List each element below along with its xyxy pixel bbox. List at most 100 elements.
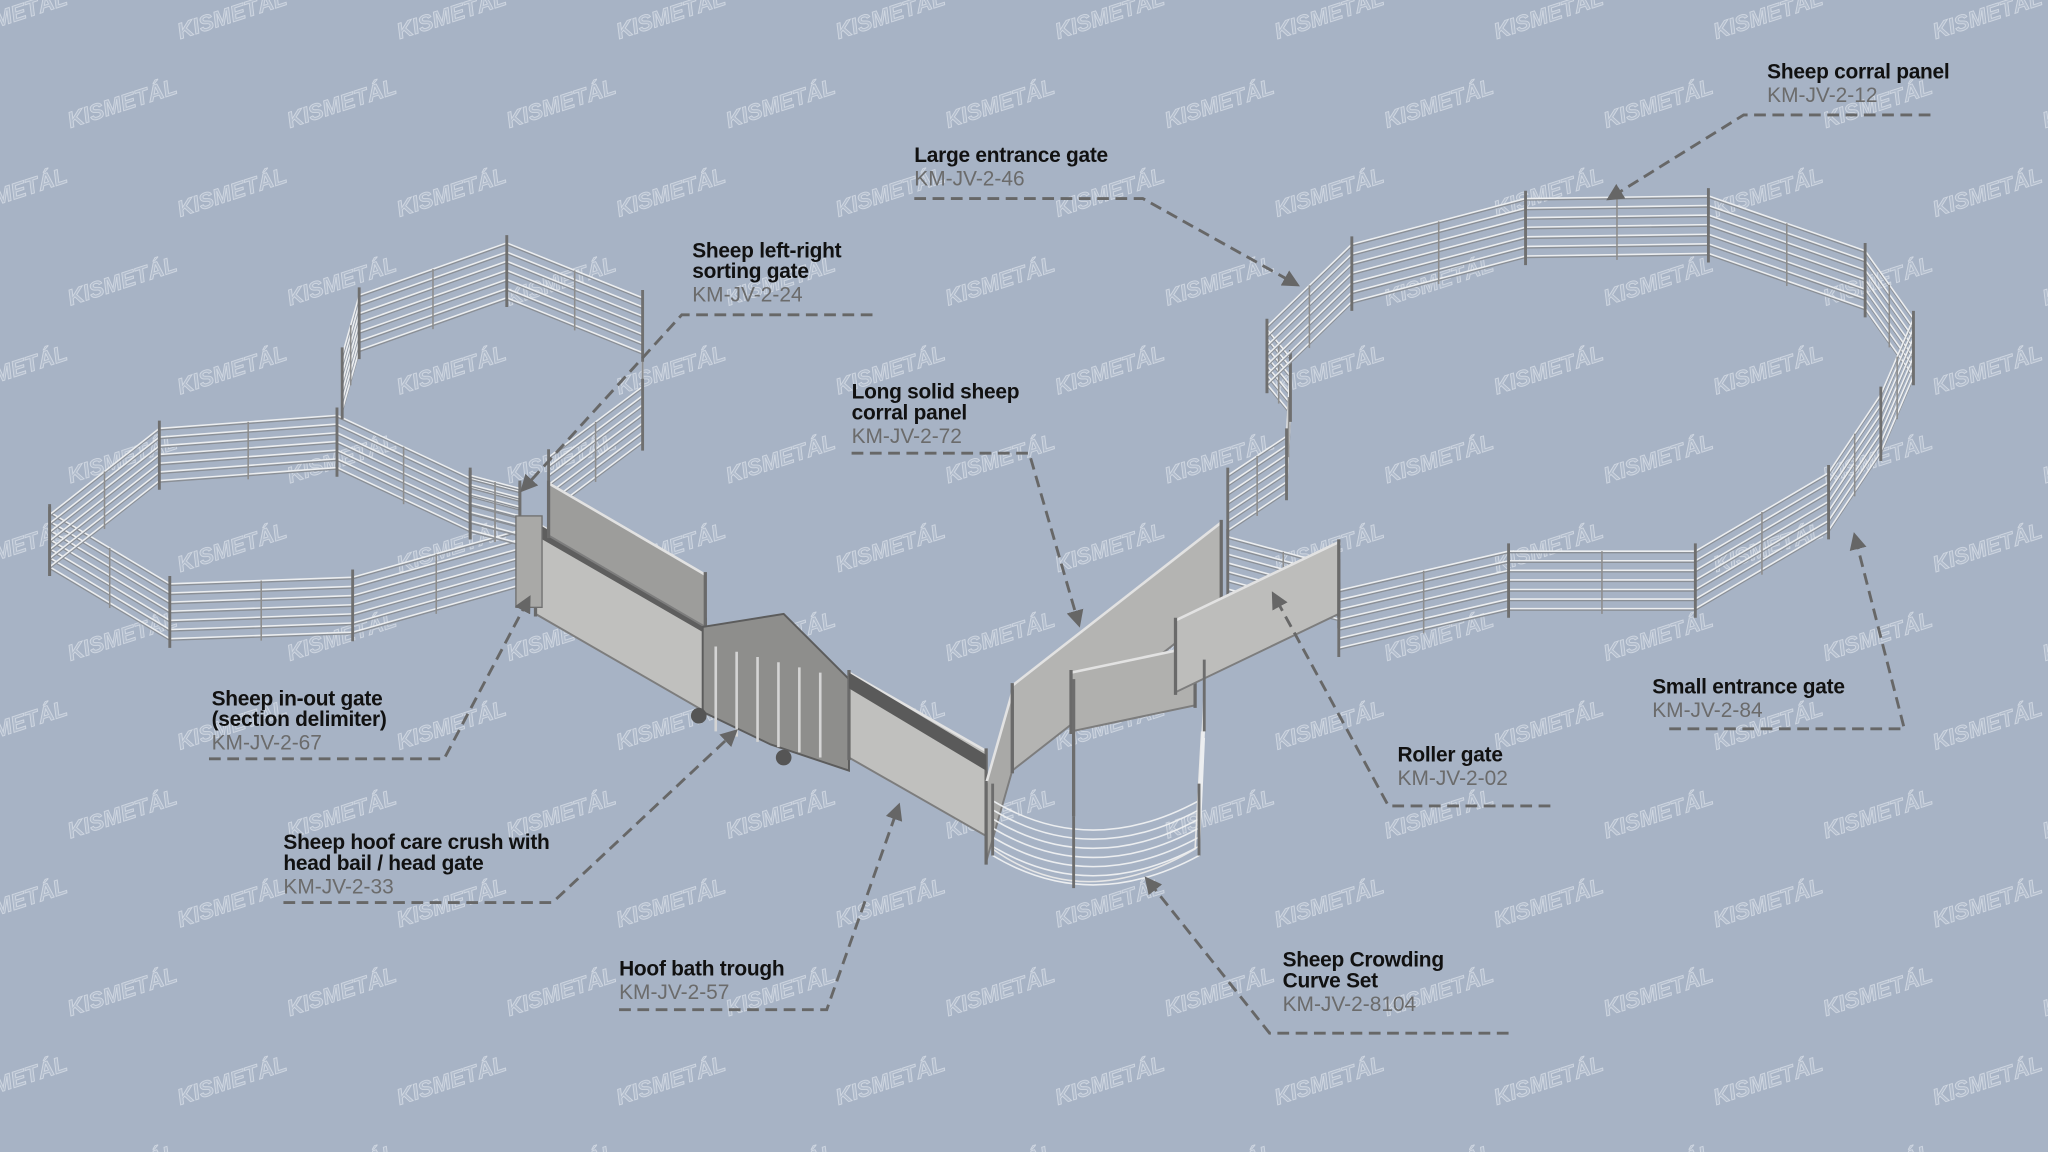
- label-code: KM-JV-2-46: [914, 168, 1025, 191]
- watermark-text: KISMETÁL: [174, 340, 290, 399]
- label-long-solid-panel: Long solid sheep corral panel KM-JV-2-72: [851, 381, 1020, 451]
- watermark-text: KISMETÁL: [1710, 0, 1826, 44]
- watermark-text: KISMETÁL: [0, 163, 70, 222]
- label-title: Small entrance gate: [1652, 676, 1845, 699]
- watermark-text: KISMETÁL: [393, 1051, 509, 1110]
- watermark-text: KISMETÁL: [942, 962, 1058, 1021]
- leader-small-entrance-gate: [1669, 532, 1907, 731]
- label-crowding-curve-set: Sheep Crowding Curve Set KM-JV-2-8104: [1282, 949, 1444, 1019]
- watermark-text: KISMETÁL: [613, 1051, 729, 1110]
- leader-large-entrance-gate: [914, 197, 1300, 287]
- leader-sheep-corral-panel: [1606, 113, 1931, 201]
- label-roller-gate: Roller gate KM-JV-2-02: [1397, 744, 1508, 793]
- watermark-text: KISMETÁL: [723, 74, 839, 133]
- watermark-text: KISMETÁL: [2039, 784, 2048, 843]
- leader-lines: [208, 113, 1931, 1035]
- watermark-text: KISMETÁL: [393, 163, 509, 222]
- watermark-text: KISMETÁL: [1381, 74, 1497, 133]
- label-small-entrance-gate: Small entrance gate KM-JV-2-84: [1652, 676, 1845, 725]
- watermark-text: KISMETÁL: [1929, 163, 2045, 222]
- left-corral-front-fence: [48, 504, 522, 648]
- label-title: Long solid sheep corral panel: [851, 381, 1020, 425]
- label-title: Sheep hoof care crush with head bail / h…: [283, 831, 550, 876]
- watermark-text: KISMETÁL: [393, 0, 509, 44]
- label-title: Sheep left-right sorting gate: [692, 240, 842, 284]
- label-code: KM-JV-2-67: [211, 732, 322, 755]
- watermark-text: KISMETÁL: [832, 518, 948, 577]
- right-corral-fence: [1265, 188, 1915, 657]
- watermark-text: KISMETÁL: [942, 1140, 1058, 1152]
- watermark-text: KISMETÁL: [174, 1051, 290, 1110]
- watermark-text: KISMETÁL: [64, 962, 180, 1021]
- crowding-curve-rail: [992, 737, 1206, 886]
- label-title: Hoof bath trough: [619, 958, 785, 981]
- watermark-text: KISMETÁL: [1600, 252, 1716, 311]
- watermark-text: KISMETÁL: [1820, 784, 1936, 843]
- leader-in-out-gate: [208, 595, 531, 761]
- watermark-text: KISMETÁL: [2039, 252, 2048, 311]
- watermark-text: KISMETÁL: [0, 696, 70, 755]
- leader-hoof-bath-trough: [619, 802, 903, 1012]
- watermark-text: KISMETÁL: [284, 1140, 400, 1152]
- watermark-text: KISMETÁL: [1491, 696, 1607, 755]
- crowding-curve-rail: [992, 690, 1206, 831]
- watermark-text: KISMETÁL: [1381, 784, 1497, 843]
- watermark-text: KISMETÁL: [1052, 1051, 1168, 1110]
- watermark-text: KISMETÁL: [1381, 1140, 1497, 1152]
- watermark-text: KISMETÁL: [503, 74, 619, 133]
- watermark-text: KISMETÁL: [723, 784, 839, 843]
- watermark-text: KISMETÁL: [1820, 1140, 1936, 1152]
- crowding-curve-rail: [992, 698, 1206, 840]
- label-code: KM-JV-2-84: [1652, 700, 1763, 723]
- watermark-text: KISMETÁL: [832, 1051, 948, 1110]
- equipment-layer: [48, 188, 1915, 889]
- label-code: KM-JV-2-8104: [1282, 993, 1417, 1017]
- watermark-text: KISMETÁL: [1491, 1051, 1607, 1110]
- watermark-text: KISMETÁL: [723, 1140, 839, 1152]
- trough-inner-shadow: [848, 672, 987, 771]
- watermark-text: KISMETÁL: [2039, 74, 2048, 133]
- label-title: Sheep in-out gate (section delimiter): [211, 688, 387, 732]
- watermark-text: KISMETÁL: [832, 873, 948, 932]
- crush-wheel: [775, 749, 792, 766]
- watermark-text: KISMETÁL: [174, 518, 290, 577]
- label-hoof-care-crush: Sheep hoof care crush with head bail / h…: [283, 833, 549, 901]
- watermark-text: KISMETÁL: [1600, 74, 1716, 133]
- crowding-curve-rail: [992, 706, 1206, 850]
- watermark-text: KISMETÁL: [1929, 1051, 2045, 1110]
- watermark-text: KISMETÁL: [1271, 163, 1387, 222]
- label-code: KM-JV-2-12: [1767, 84, 1878, 108]
- crowding-side-panel: [1173, 539, 1341, 695]
- watermark-text: KISMETÁL: [174, 873, 290, 932]
- watermark-text: KISMETÁL: [832, 0, 948, 44]
- crowding-curve-rail: [992, 722, 1206, 868]
- label-title: Roller gate: [1397, 744, 1503, 767]
- watermark-text: KISMETÁL: [1161, 252, 1277, 311]
- watermark-text: KISMETÁL: [284, 74, 400, 133]
- watermark-text: KISMETÁL: [1271, 0, 1387, 44]
- watermark-text: KISMETÁL: [64, 1140, 180, 1152]
- watermark-text: KISMETÁL: [1929, 518, 2045, 577]
- label-title: Large entrance gate: [914, 144, 1108, 168]
- watermark-text: KISMETÁL: [1381, 429, 1497, 488]
- label-code: KM-JV-2-57: [619, 982, 730, 1005]
- watermark-text: KISMETÁL: [942, 74, 1058, 133]
- label-in-out-gate: Sheep in-out gate (section delimiter) KM…: [211, 688, 387, 758]
- watermark-text: KISMETÁL: [1929, 340, 2045, 399]
- leader-crowding-curve: [1144, 876, 1509, 1035]
- watermark-text: KISMETÁL: [503, 962, 619, 1021]
- crush-wheel: [690, 707, 707, 724]
- watermark-text: KISMETÁL: [1929, 696, 2045, 755]
- label-title: Sheep Crowding Curve Set: [1282, 949, 1444, 993]
- solid-panel-top-rail: [1174, 540, 1340, 622]
- watermark-text: KISMETÁL: [174, 163, 290, 222]
- watermark-text: KISMETÁL: [64, 784, 180, 843]
- watermark-text: KISMETÁL: [2039, 1140, 2048, 1152]
- leader-sorting-gate: [520, 313, 873, 493]
- label-sorting-gate: Sheep left-right sorting gate KM-JV-2-24: [692, 240, 842, 310]
- watermark-text: KISMETÁL: [1271, 696, 1387, 755]
- label-title: Sheep corral panel: [1767, 61, 1950, 84]
- watermark-text: KISMETÁL: [1271, 1051, 1387, 1110]
